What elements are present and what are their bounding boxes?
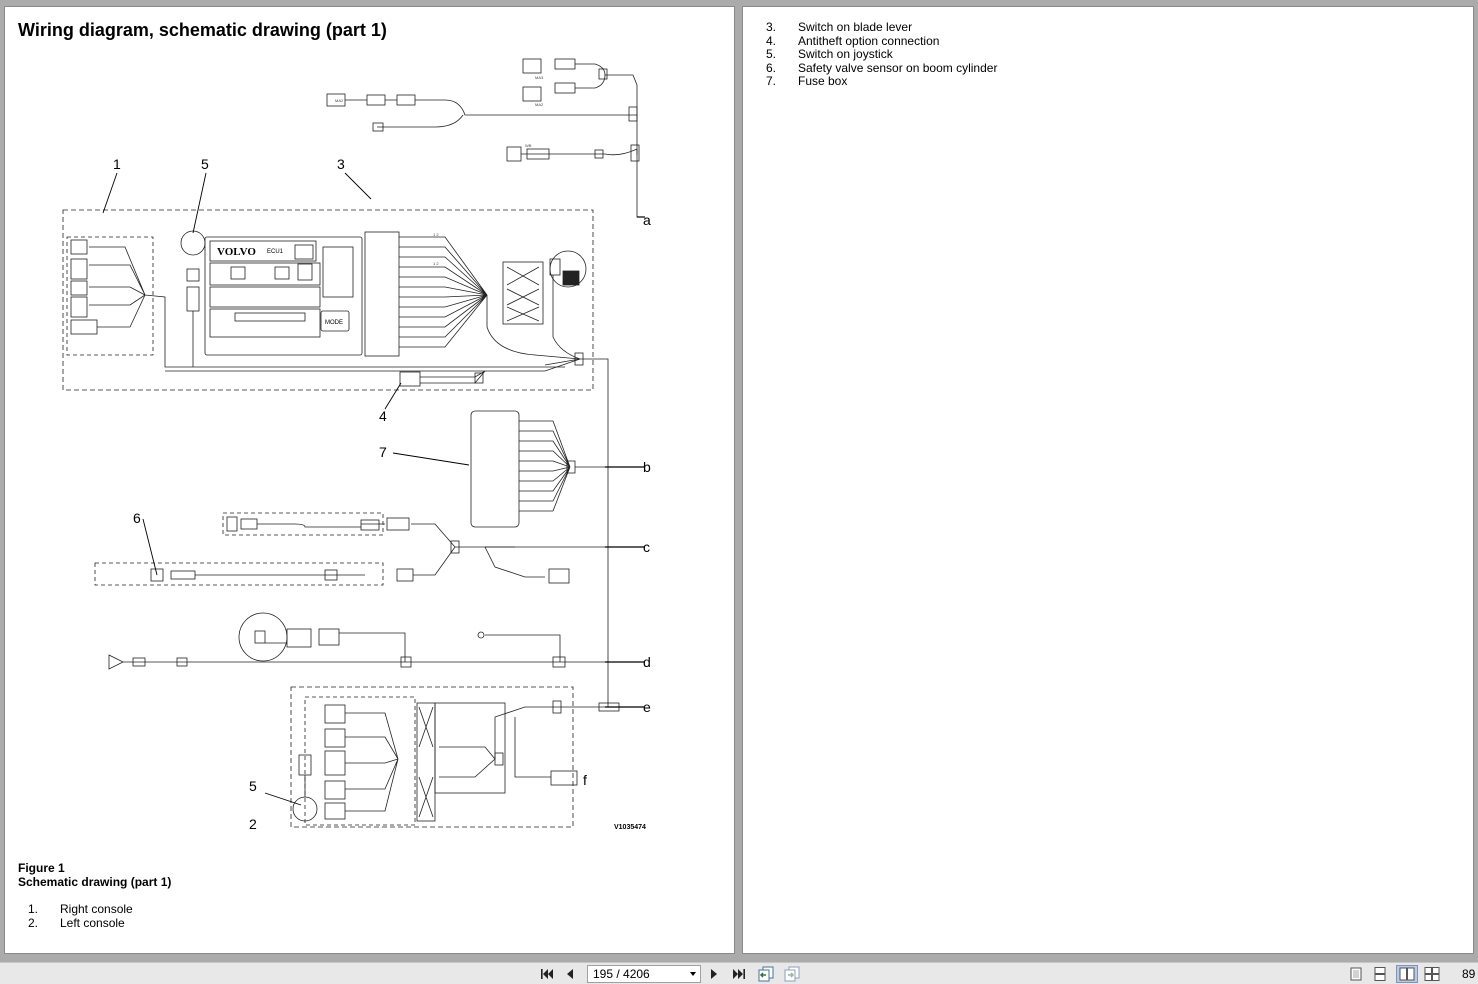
volvo-logo: VOLVO <box>217 246 256 258</box>
svg-text:1 2: 1 2 <box>433 232 439 237</box>
two-page-view-icon[interactable] <box>1396 965 1418 983</box>
mode-button-label: MODE <box>325 320 343 326</box>
svg-text:WB: WB <box>525 143 532 148</box>
callout-6: 6 <box>133 510 141 526</box>
connector-letter-a: a <box>643 212 651 228</box>
callout-4: 4 <box>379 408 387 424</box>
list-item: 7.Fuse box <box>766 74 848 89</box>
svg-text:ECU1: ECU1 <box>267 249 284 255</box>
callout-1: 1 <box>113 156 121 172</box>
document-page-left: Wiring diagram, schematic drawing (part … <box>4 6 735 954</box>
connector-letter-e: e <box>643 699 651 715</box>
zoom-level[interactable]: 89 <box>1462 967 1476 981</box>
connector-letter-c: c <box>643 539 650 555</box>
previous-page-icon[interactable] <box>562 965 578 983</box>
viewer-toolbar: 195 / 4206 89 <box>0 962 1478 984</box>
page-number-select[interactable]: 195 / 4206 <box>587 965 701 983</box>
svg-text:1 2: 1 2 <box>433 261 439 266</box>
two-page-continuous-view-icon[interactable] <box>1422 965 1442 983</box>
next-page-icon[interactable] <box>706 965 722 983</box>
connector-letter-d: d <box>643 654 651 670</box>
callout-5a: 5 <box>201 156 209 172</box>
figure-caption: Figure 1 Schematic drawing (part 1) <box>18 861 171 889</box>
chevron-down-icon <box>690 972 696 976</box>
page-indicator: 195 / 4206 <box>593 967 650 981</box>
go-forward-icon[interactable] <box>782 965 802 983</box>
list-item: 2.Left console <box>28 915 125 930</box>
single-page-view-icon[interactable] <box>1346 965 1366 983</box>
document-page-right: 3.Switch on blade lever 4.Antitheft opti… <box>742 6 1474 954</box>
legend-list-left: 1.Right console 2.Left console <box>28 902 328 930</box>
page-title: Wiring diagram, schematic drawing (part … <box>18 20 387 40</box>
svg-text:MA2: MA2 <box>335 98 344 103</box>
callout-2: 2 <box>249 816 257 832</box>
go-back-icon[interactable] <box>756 965 776 983</box>
callout-3: 3 <box>337 156 345 172</box>
figure-caption-text: Schematic drawing (part 1) <box>18 875 172 889</box>
continuous-view-icon[interactable] <box>1370 965 1390 983</box>
last-page-icon[interactable] <box>730 965 748 983</box>
list-item: 6.Safety valve sensor on boom cylinder <box>766 60 998 75</box>
callout-7: 7 <box>379 444 387 460</box>
list-item: 5.Switch on joystick <box>766 47 893 62</box>
connector-letter-f: f <box>583 772 587 788</box>
figure-label: Figure 1 <box>18 861 65 875</box>
connector-letter-b: b <box>643 459 651 475</box>
callout-5b: 5 <box>249 778 257 794</box>
first-page-icon[interactable] <box>538 965 556 983</box>
svg-text:MA2: MA2 <box>535 102 544 107</box>
list-item: 4.Antitheft option connection <box>766 33 940 48</box>
svg-text:MA3: MA3 <box>535 75 544 80</box>
figure-id: V1035474 <box>614 824 646 831</box>
legend-list-right: 3.Switch on blade lever 4.Antitheft opti… <box>766 20 1166 89</box>
list-item: 1.Right console <box>28 902 133 916</box>
list-item: 3.Switch on blade lever <box>766 20 913 34</box>
